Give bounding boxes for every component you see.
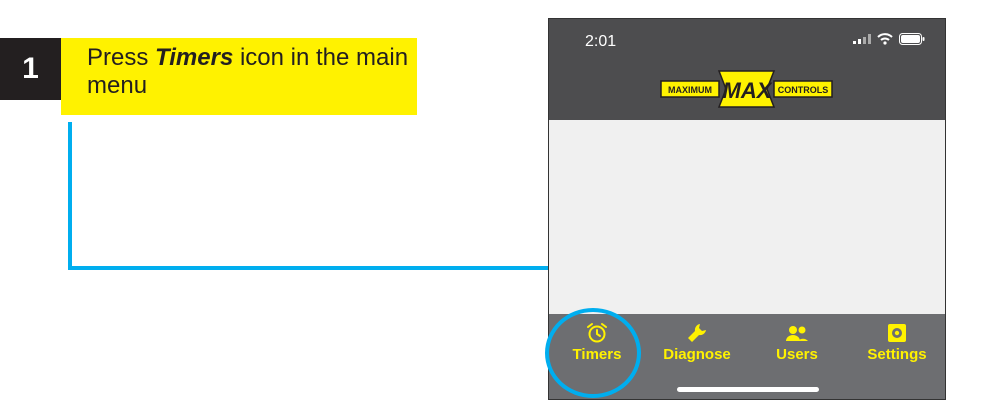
step-number: 1	[0, 38, 61, 100]
maximum-controls-logo: MAXIMUM MAX CONTROLS	[660, 70, 833, 108]
home-indicator[interactable]	[677, 387, 819, 392]
instruction-text-before: Press	[87, 44, 156, 71]
status-time: 2:01	[585, 33, 617, 50]
instruction-emphasis: Timers	[155, 44, 234, 71]
timers-highlight-circle	[545, 308, 641, 398]
wrench-icon	[688, 324, 706, 342]
tab-settings[interactable]: Settings	[852, 322, 942, 363]
main-content-area	[549, 120, 945, 314]
signal-icon	[853, 34, 871, 44]
tab-label: Settings	[867, 346, 927, 363]
tab-label: Users	[776, 346, 818, 363]
logo-center-text: MAX	[723, 78, 773, 103]
battery-icon	[899, 33, 925, 45]
users-icon	[786, 326, 808, 341]
step-instruction: Press Timers icon in the main menu	[61, 38, 417, 115]
status-icons	[853, 33, 925, 45]
gear-icon	[888, 324, 906, 342]
wifi-icon	[877, 33, 893, 45]
tab-label: Diagnose	[663, 346, 731, 363]
instruction-text-after: icon in the main menu	[87, 44, 409, 99]
logo-left-text: MAXIMUM	[668, 85, 712, 95]
app-header: 2:01 MAXIMUM MAX	[549, 19, 945, 120]
logo-right-text: CONTROLS	[778, 85, 829, 95]
tab-diagnose[interactable]: Diagnose	[652, 322, 742, 363]
tab-users[interactable]: Users	[752, 322, 842, 363]
